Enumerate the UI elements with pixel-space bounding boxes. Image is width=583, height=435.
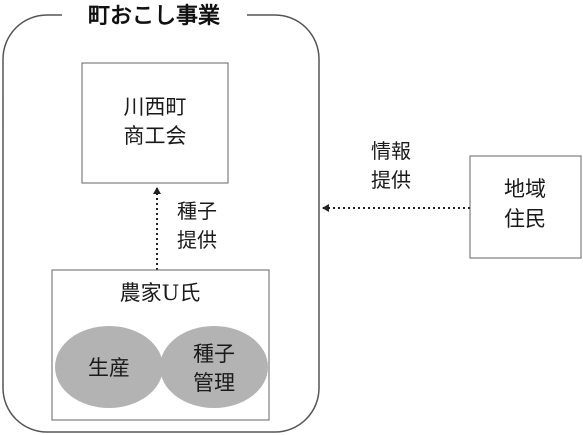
residents-label-line2: 住民 bbox=[504, 207, 546, 231]
info-supply-label-line2: 提供 bbox=[371, 168, 411, 192]
info-supply-label-line1: 情報 bbox=[371, 139, 411, 163]
frame-title-gap bbox=[62, 2, 247, 28]
residents-label-line1: 地域 bbox=[504, 177, 546, 201]
production-ellipse bbox=[55, 326, 163, 408]
seed-supply-label-line2: 提供 bbox=[177, 228, 217, 252]
seed-supply-label-line1: 種子 bbox=[177, 199, 217, 223]
farmer-title: 農家U氏 bbox=[120, 281, 201, 305]
production-label: 生産 bbox=[88, 356, 130, 380]
frame-title: 町おこし事業 bbox=[88, 3, 221, 29]
chamber-label-line2: 商工会 bbox=[124, 124, 187, 148]
seed-management-label-line2: 管理 bbox=[193, 371, 235, 395]
chamber-box bbox=[81, 62, 229, 184]
seed-management-label-line1: 種子 bbox=[193, 342, 235, 366]
seed-management-ellipse bbox=[160, 326, 268, 408]
chamber-label-line1: 川西町 bbox=[124, 95, 187, 119]
